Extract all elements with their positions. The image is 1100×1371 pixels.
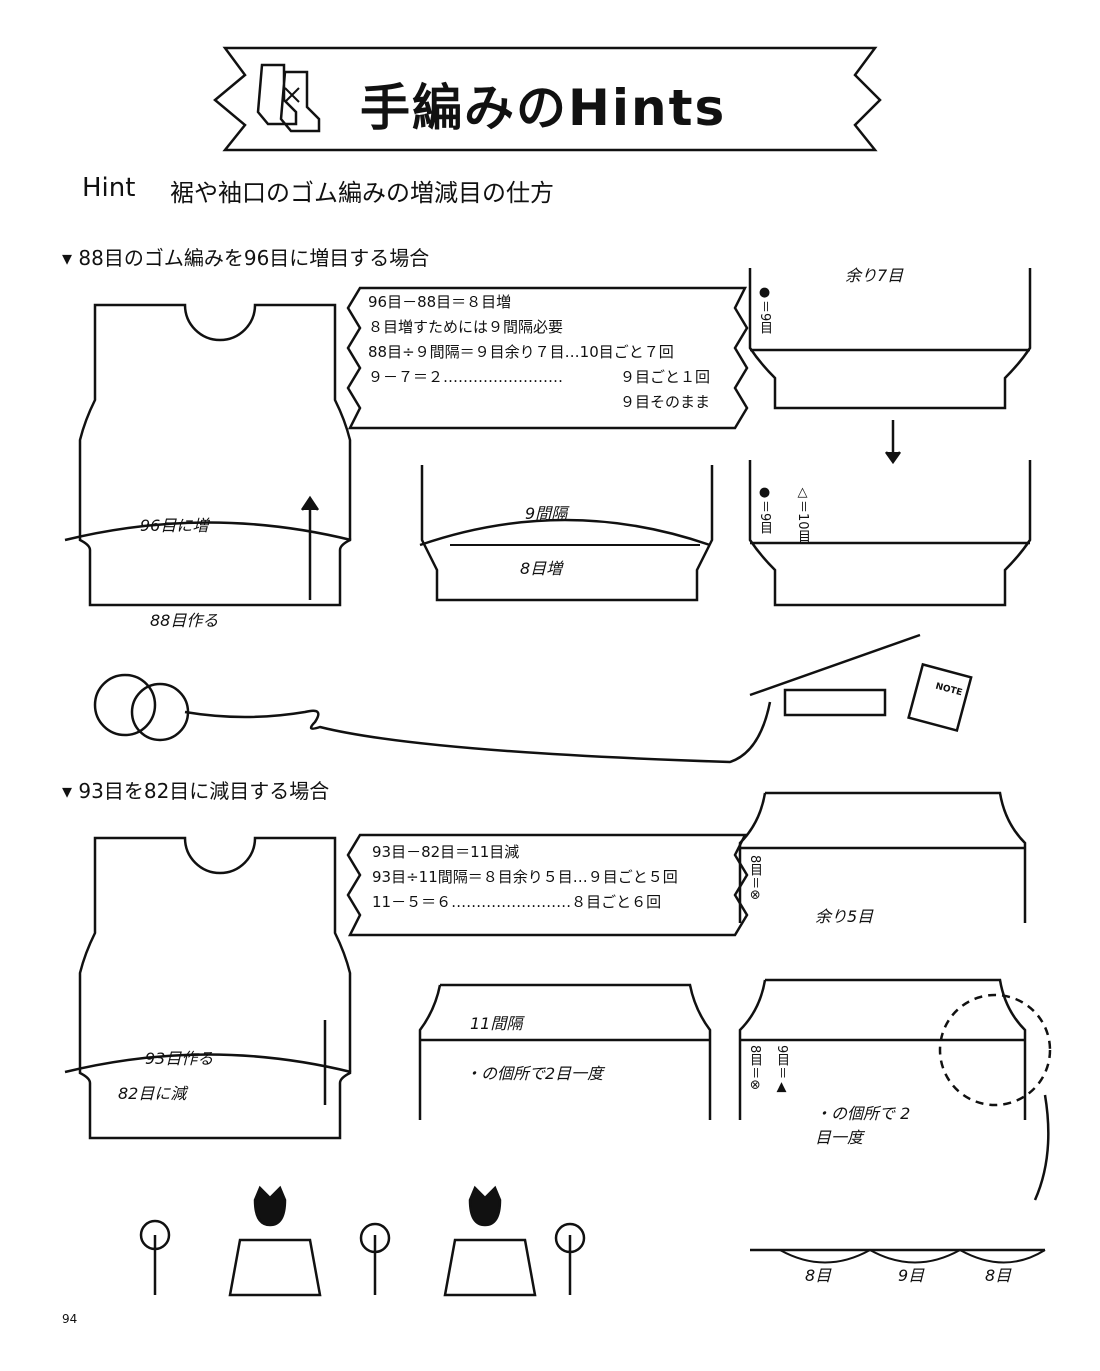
- yarn-balls-illustration: [93, 673, 772, 764]
- cat-illustrations: [228, 1185, 537, 1297]
- calc-branch-1: ９目ごと１回 ９目そのまま: [620, 368, 711, 411]
- cat-icon: ▾: [62, 779, 79, 803]
- vest-diagram-2: [64, 836, 352, 1140]
- label-seg-1: 8目: [805, 1266, 832, 1285]
- calc-box-1: [346, 286, 749, 430]
- hint-label: Hint: [82, 173, 136, 203]
- label-cast-on: 88目作る: [150, 611, 219, 630]
- key-dot-2: ●＝9目: [757, 485, 772, 535]
- sleeve-diagram-1: [419, 465, 714, 602]
- key-x-2: 8目＝⊗: [747, 1045, 762, 1091]
- decrease-diagram-bottom: [738, 978, 1052, 1201]
- hint-subtitle: 裾や袖口のゴム編みの増減目の仕方: [170, 179, 554, 207]
- label-increase: 96目に増: [140, 516, 209, 535]
- note-book-illustration: [907, 662, 973, 733]
- flower-illustrations: [139, 1219, 586, 1295]
- label-added: 8目増: [520, 559, 563, 578]
- label-seg-3: 8目: [985, 1266, 1012, 1285]
- calc-box-2: [346, 833, 749, 937]
- socks-icon: [256, 63, 321, 133]
- cat-icon: ▾: [62, 246, 79, 270]
- label-remainder-7: 余り7目: [845, 266, 904, 285]
- decrease-diagram-top: [738, 791, 1027, 923]
- page-number: 94: [62, 1312, 78, 1326]
- increase-diagram-bottom: [748, 460, 1032, 607]
- key-dot: ●＝9目: [757, 285, 772, 335]
- title-banner: [213, 46, 882, 152]
- section-2-heading: ▾ 93目を82目に減目する場合: [62, 779, 330, 803]
- label-k2tog: ・の個所で2目一度: [465, 1064, 604, 1083]
- label-cast-on-2: 93目作る: [145, 1049, 214, 1068]
- label-intervals-2: 11間隔: [470, 1014, 523, 1033]
- key-x: 8目＝⊗: [747, 855, 762, 901]
- calc-text-1: 96目－88目＝８目増 ８目増すためには９間隔必要 88目÷９間隔＝９目余り７目…: [368, 293, 674, 386]
- section-1-heading: ▾ 88目のゴム編みを96目に増目する場合: [62, 246, 430, 270]
- stitch-line-diagram: [750, 1248, 1046, 1264]
- page-title: 手編みのHints: [360, 79, 727, 137]
- calc-text-2: 93目－82目＝11目減 93目÷11間隔＝８目余り５目…９目ごと５回 11－５…: [372, 843, 678, 911]
- knitting-needles-illustration: [749, 633, 921, 717]
- key-triangle: △＝10目: [795, 485, 810, 543]
- label-k2tog-2: ・の個所で 2目一度: [815, 1104, 911, 1147]
- label-seg-2: 9目: [898, 1266, 925, 1285]
- label-decrease: 82目に減: [118, 1084, 187, 1103]
- vest-diagram-1: [64, 303, 352, 607]
- increase-diagram-top: [748, 268, 1032, 465]
- label-remainder-5: 余り5目: [815, 907, 874, 926]
- sleeve-diagram-2: [418, 983, 712, 1120]
- label-intervals: 9間隔: [525, 504, 568, 523]
- key-triangle-2: 9目＝▲: [774, 1045, 789, 1095]
